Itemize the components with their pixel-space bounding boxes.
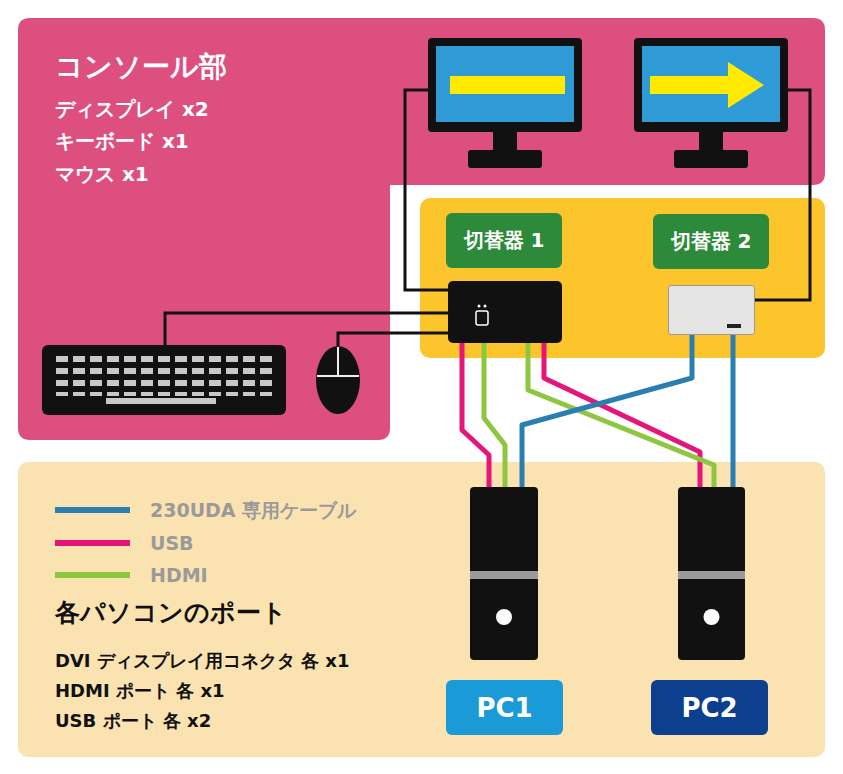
legend-text: HDMI — [150, 563, 208, 587]
keyboard — [42, 345, 286, 415]
monitor-1 — [428, 38, 582, 168]
console-region-node: コンソール部ディスプレイ x2 キーボード x1 マウス x1 — [18, 18, 390, 440]
console-region — [18, 18, 825, 440]
port-line: HDMI ポート 各 x1 — [55, 679, 225, 703]
mouse — [316, 346, 360, 414]
dash-icon — [669, 286, 756, 336]
pc-label: PC1 — [446, 680, 563, 735]
switch-label: 切替器 2 — [653, 214, 769, 269]
spec-line: ディスプレイ x2 — [55, 96, 209, 123]
switch-device: 切替器 1 — [448, 281, 562, 343]
legend-swatch — [55, 572, 130, 578]
region-heading: 各パソコンのポート — [55, 596, 287, 629]
pc-tower: PC1 — [470, 487, 538, 660]
region-heading: コンソール部 — [55, 48, 227, 86]
spec-line: キーボード x1 — [55, 128, 189, 155]
switch-device: 切替器 2 — [668, 285, 755, 335]
spec-line: マウス x1 — [55, 161, 149, 188]
pc-region — [18, 462, 825, 757]
cable — [484, 343, 505, 487]
cable — [522, 335, 692, 487]
console-wires — [165, 90, 810, 346]
cable — [731, 335, 736, 487]
switch-label: 切替器 1 — [446, 213, 562, 268]
usb-icon — [448, 281, 562, 343]
legend-text: 230UDA 専用ケーブル — [150, 498, 356, 522]
legend-swatch — [55, 540, 130, 546]
tower-icon — [678, 487, 745, 660]
port-line: DVI ディスプレイ用コネクタ 各 x1 — [55, 649, 350, 673]
legend-text: USB — [150, 531, 194, 555]
tower-icon — [470, 487, 538, 660]
switch-region — [420, 198, 825, 358]
pc-label: PC2 — [651, 680, 768, 735]
pc-tower: PC2 — [678, 487, 745, 660]
legend-swatch — [55, 507, 130, 513]
port-line: USB ポート 各 x2 — [55, 709, 211, 733]
pc-region-node: 各パソコンのポート DVI ディスプレイ用コネクタ 各 x1 HDMI ポート 各 … — [18, 462, 825, 757]
monitor-2 — [634, 38, 788, 168]
